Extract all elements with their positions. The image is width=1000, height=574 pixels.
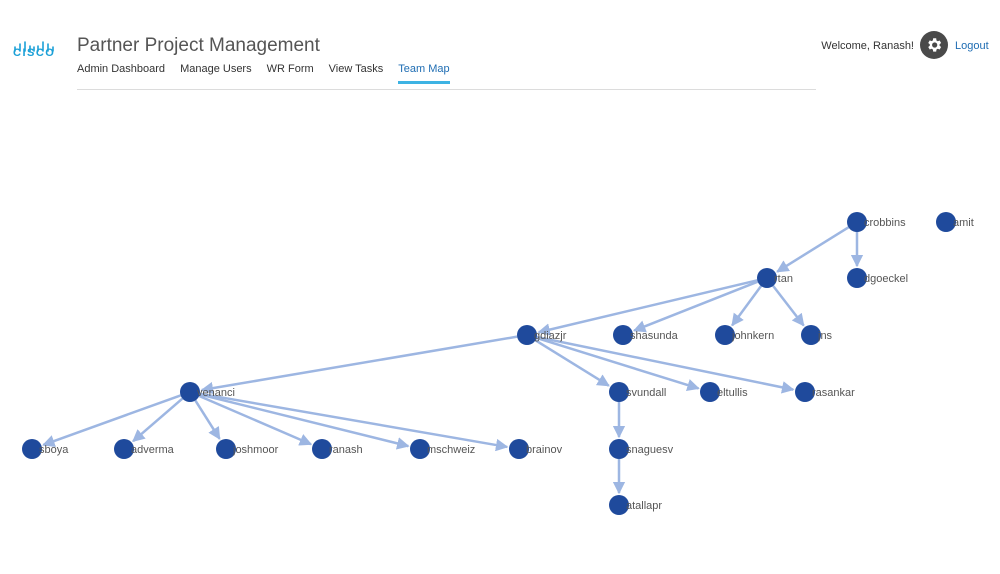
node-label: adverma — [131, 444, 175, 456]
node-circle[interactable] — [180, 382, 200, 402]
node-adverma[interactable]: adverma — [114, 439, 175, 459]
node-circle[interactable] — [613, 325, 633, 345]
gear-icon — [928, 38, 942, 52]
node-label: sboya — [39, 444, 69, 456]
nav-wr-form[interactable]: WR Form — [266, 63, 314, 75]
edge-venanci-adverma — [132, 397, 184, 443]
nav-team-map[interactable]: Team Map — [398, 63, 451, 84]
node-label: rtan — [774, 273, 793, 285]
edge-venanci-ranash — [198, 394, 313, 446]
node-label: snaguesv — [626, 444, 674, 456]
edge-rtan-gdiazjr — [537, 279, 758, 336]
node-circle[interactable] — [410, 439, 430, 459]
node-circle[interactable] — [609, 382, 629, 402]
node-dgoeckel[interactable]: dgoeckel — [847, 268, 908, 288]
node-circle[interactable] — [847, 212, 867, 232]
nav-view-tasks[interactable]: View Tasks — [328, 63, 384, 75]
node-circle[interactable] — [114, 439, 134, 459]
cisco-logo-bars-icon — [14, 41, 54, 52]
edge-venanci-joshmoor — [194, 399, 221, 440]
node-label: amit — [953, 217, 974, 229]
node-crobbins[interactable]: crobbins — [847, 212, 906, 232]
node-circle[interactable] — [312, 439, 332, 459]
node-rasankar[interactable]: rasankar — [795, 382, 855, 402]
node-label: mschweiz — [427, 444, 475, 456]
node-shasunda[interactable]: shasunda — [613, 325, 679, 345]
node-circle[interactable] — [847, 268, 867, 288]
node-circle[interactable] — [509, 439, 529, 459]
edge-gdiazjr-rasankar — [536, 335, 795, 394]
node-label: johnkern — [731, 330, 774, 342]
logout-link[interactable]: Logout — [955, 40, 989, 52]
settings-button[interactable] — [920, 31, 948, 59]
cisco-logo-text: CISCO — [13, 47, 56, 59]
node-label: venanci — [197, 387, 235, 399]
edge-rtan-johnkern — [731, 285, 763, 327]
edge-gdiazjr-svundall — [534, 339, 610, 387]
node-circle[interactable] — [715, 325, 735, 345]
edge-venanci-sboya — [42, 394, 182, 447]
edge-venanci-mschweiz — [199, 393, 410, 450]
nav-divider — [77, 89, 816, 90]
node-label: crobbins — [864, 217, 906, 229]
node-circle[interactable] — [700, 382, 720, 402]
node-jns[interactable]: jns — [801, 325, 833, 345]
node-circle[interactable] — [609, 495, 629, 515]
node-label: jns — [817, 330, 833, 342]
node-label: svundall — [626, 387, 666, 399]
node-venanci[interactable]: venanci — [180, 382, 235, 402]
welcome-text: Welcome, Ranash! — [821, 40, 914, 52]
nav-manage-users[interactable]: Manage Users — [180, 63, 252, 75]
node-label: rasankar — [812, 387, 855, 399]
node-amit[interactable]: amit — [936, 212, 974, 232]
node-label: gdiazjr — [534, 330, 567, 342]
edge-rtan-shasunda — [632, 280, 759, 333]
node-circle[interactable] — [757, 268, 777, 288]
node-label: joshmoor — [232, 444, 279, 456]
node-circle[interactable] — [517, 325, 537, 345]
node-svundall[interactable]: svundall — [609, 382, 666, 402]
node-label: dgoeckel — [864, 273, 908, 285]
nav-admin-dashboard[interactable]: Admin Dashboard — [77, 63, 166, 75]
edge-venanci-brainov — [199, 392, 509, 452]
node-brainov[interactable]: brainov — [509, 439, 563, 459]
node-label: atallapr — [626, 500, 662, 512]
node-label: brainov — [526, 444, 563, 456]
node-atallapr[interactable]: atallapr — [609, 495, 662, 515]
edge-rtan-jns — [772, 285, 805, 327]
node-ranash[interactable]: ranash — [312, 439, 363, 459]
node-circle[interactable] — [22, 439, 42, 459]
edge-crobbins-rtan — [776, 226, 850, 273]
edge-gdiazjr-eltullis — [536, 336, 700, 392]
app-title: Partner Project Management — [77, 35, 320, 56]
node-label: ranash — [329, 444, 363, 456]
node-sboya[interactable]: sboya — [22, 439, 69, 459]
node-rtan[interactable]: rtan — [757, 268, 793, 288]
node-circle[interactable] — [216, 439, 236, 459]
node-joshmoor[interactable]: joshmoor — [216, 439, 279, 459]
node-circle[interactable] — [609, 439, 629, 459]
node-label: eltullis — [717, 387, 748, 399]
node-label: shasunda — [630, 330, 679, 342]
edge-gdiazjr-venanci — [200, 335, 518, 395]
node-johnkern[interactable]: johnkern — [715, 325, 774, 345]
node-eltullis[interactable]: eltullis — [700, 382, 748, 402]
node-snaguesv[interactable]: snaguesv — [609, 439, 674, 459]
main-nav: Admin Dashboard Manage Users WR Form Vie… — [77, 63, 451, 84]
node-circle[interactable] — [801, 325, 821, 345]
node-circle[interactable] — [795, 382, 815, 402]
node-circle[interactable] — [936, 212, 956, 232]
node-mschweiz[interactable]: mschweiz — [410, 439, 475, 459]
node-gdiazjr[interactable]: gdiazjr — [517, 325, 567, 345]
